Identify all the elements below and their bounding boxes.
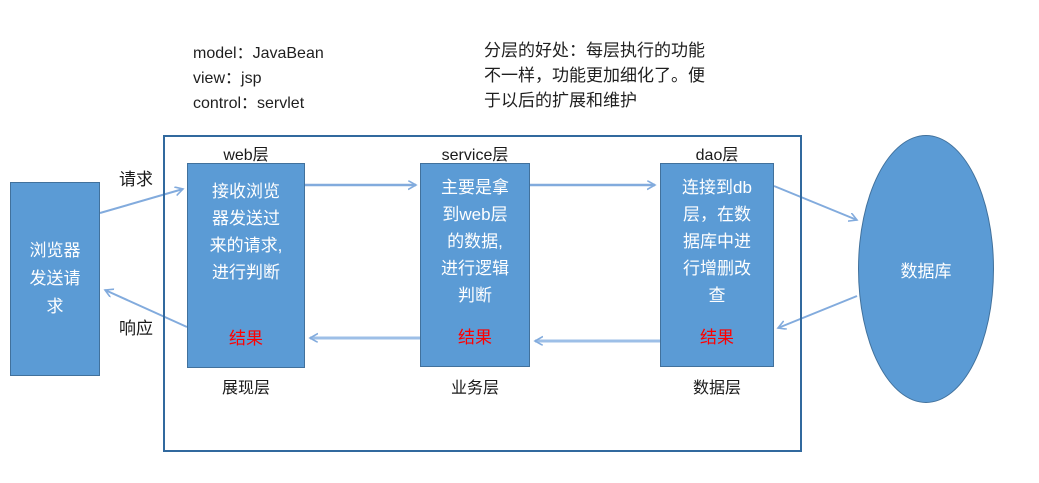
dao-layer-box: 连接到db 层，在数 据库中进 行增删改 查 结果 <box>660 163 774 367</box>
request-arrow-label: 请求 <box>119 170 153 189</box>
service-layer-description: 主要是拿 到web层 的数据, 进行逻辑 判断 <box>441 178 509 305</box>
presentation-layer-label: 展现层 <box>221 380 270 397</box>
dao-layer-description: 连接到db 层，在数 据库中进 行增删改 查 <box>682 178 752 305</box>
database-ellipse: 数据库 <box>858 135 994 403</box>
layers-container-rect <box>163 135 802 452</box>
layering-benefit-note: 分层的好处：每层执行的功能 不一样，功能更加细化了。便 于以后的扩展和维护 <box>484 41 705 110</box>
database-label: 数据库 <box>900 261 952 281</box>
web-layer-result: 结果 <box>229 329 263 348</box>
dao-layer-result: 结果 <box>700 328 734 347</box>
mvc-note: model：JavaBean view：jsp control：servlet <box>193 45 324 112</box>
business-layer-label: 业务层 <box>450 380 499 397</box>
service-layer-result: 结果 <box>458 328 492 347</box>
browser-box-label: 浏览器 发送请 求 <box>29 241 81 316</box>
response-arrow-label: 响应 <box>119 319 153 338</box>
service-layer-box: 主要是拿 到web层 的数据, 进行逻辑 判断 结果 <box>420 163 530 367</box>
web-layer-description: 接收浏览 器发送过 来的请求, 进行判断 <box>209 182 283 282</box>
dao-layer-title: dao层 <box>695 147 739 164</box>
web-layer-box: 接收浏览 器发送过 来的请求, 进行判断 结果 <box>187 163 305 368</box>
service-layer-title: service层 <box>441 147 509 164</box>
browser-box: 浏览器 发送请 求 <box>10 182 100 376</box>
web-layer-title: web层 <box>223 147 269 164</box>
data-layer-label: 数据层 <box>692 380 741 397</box>
